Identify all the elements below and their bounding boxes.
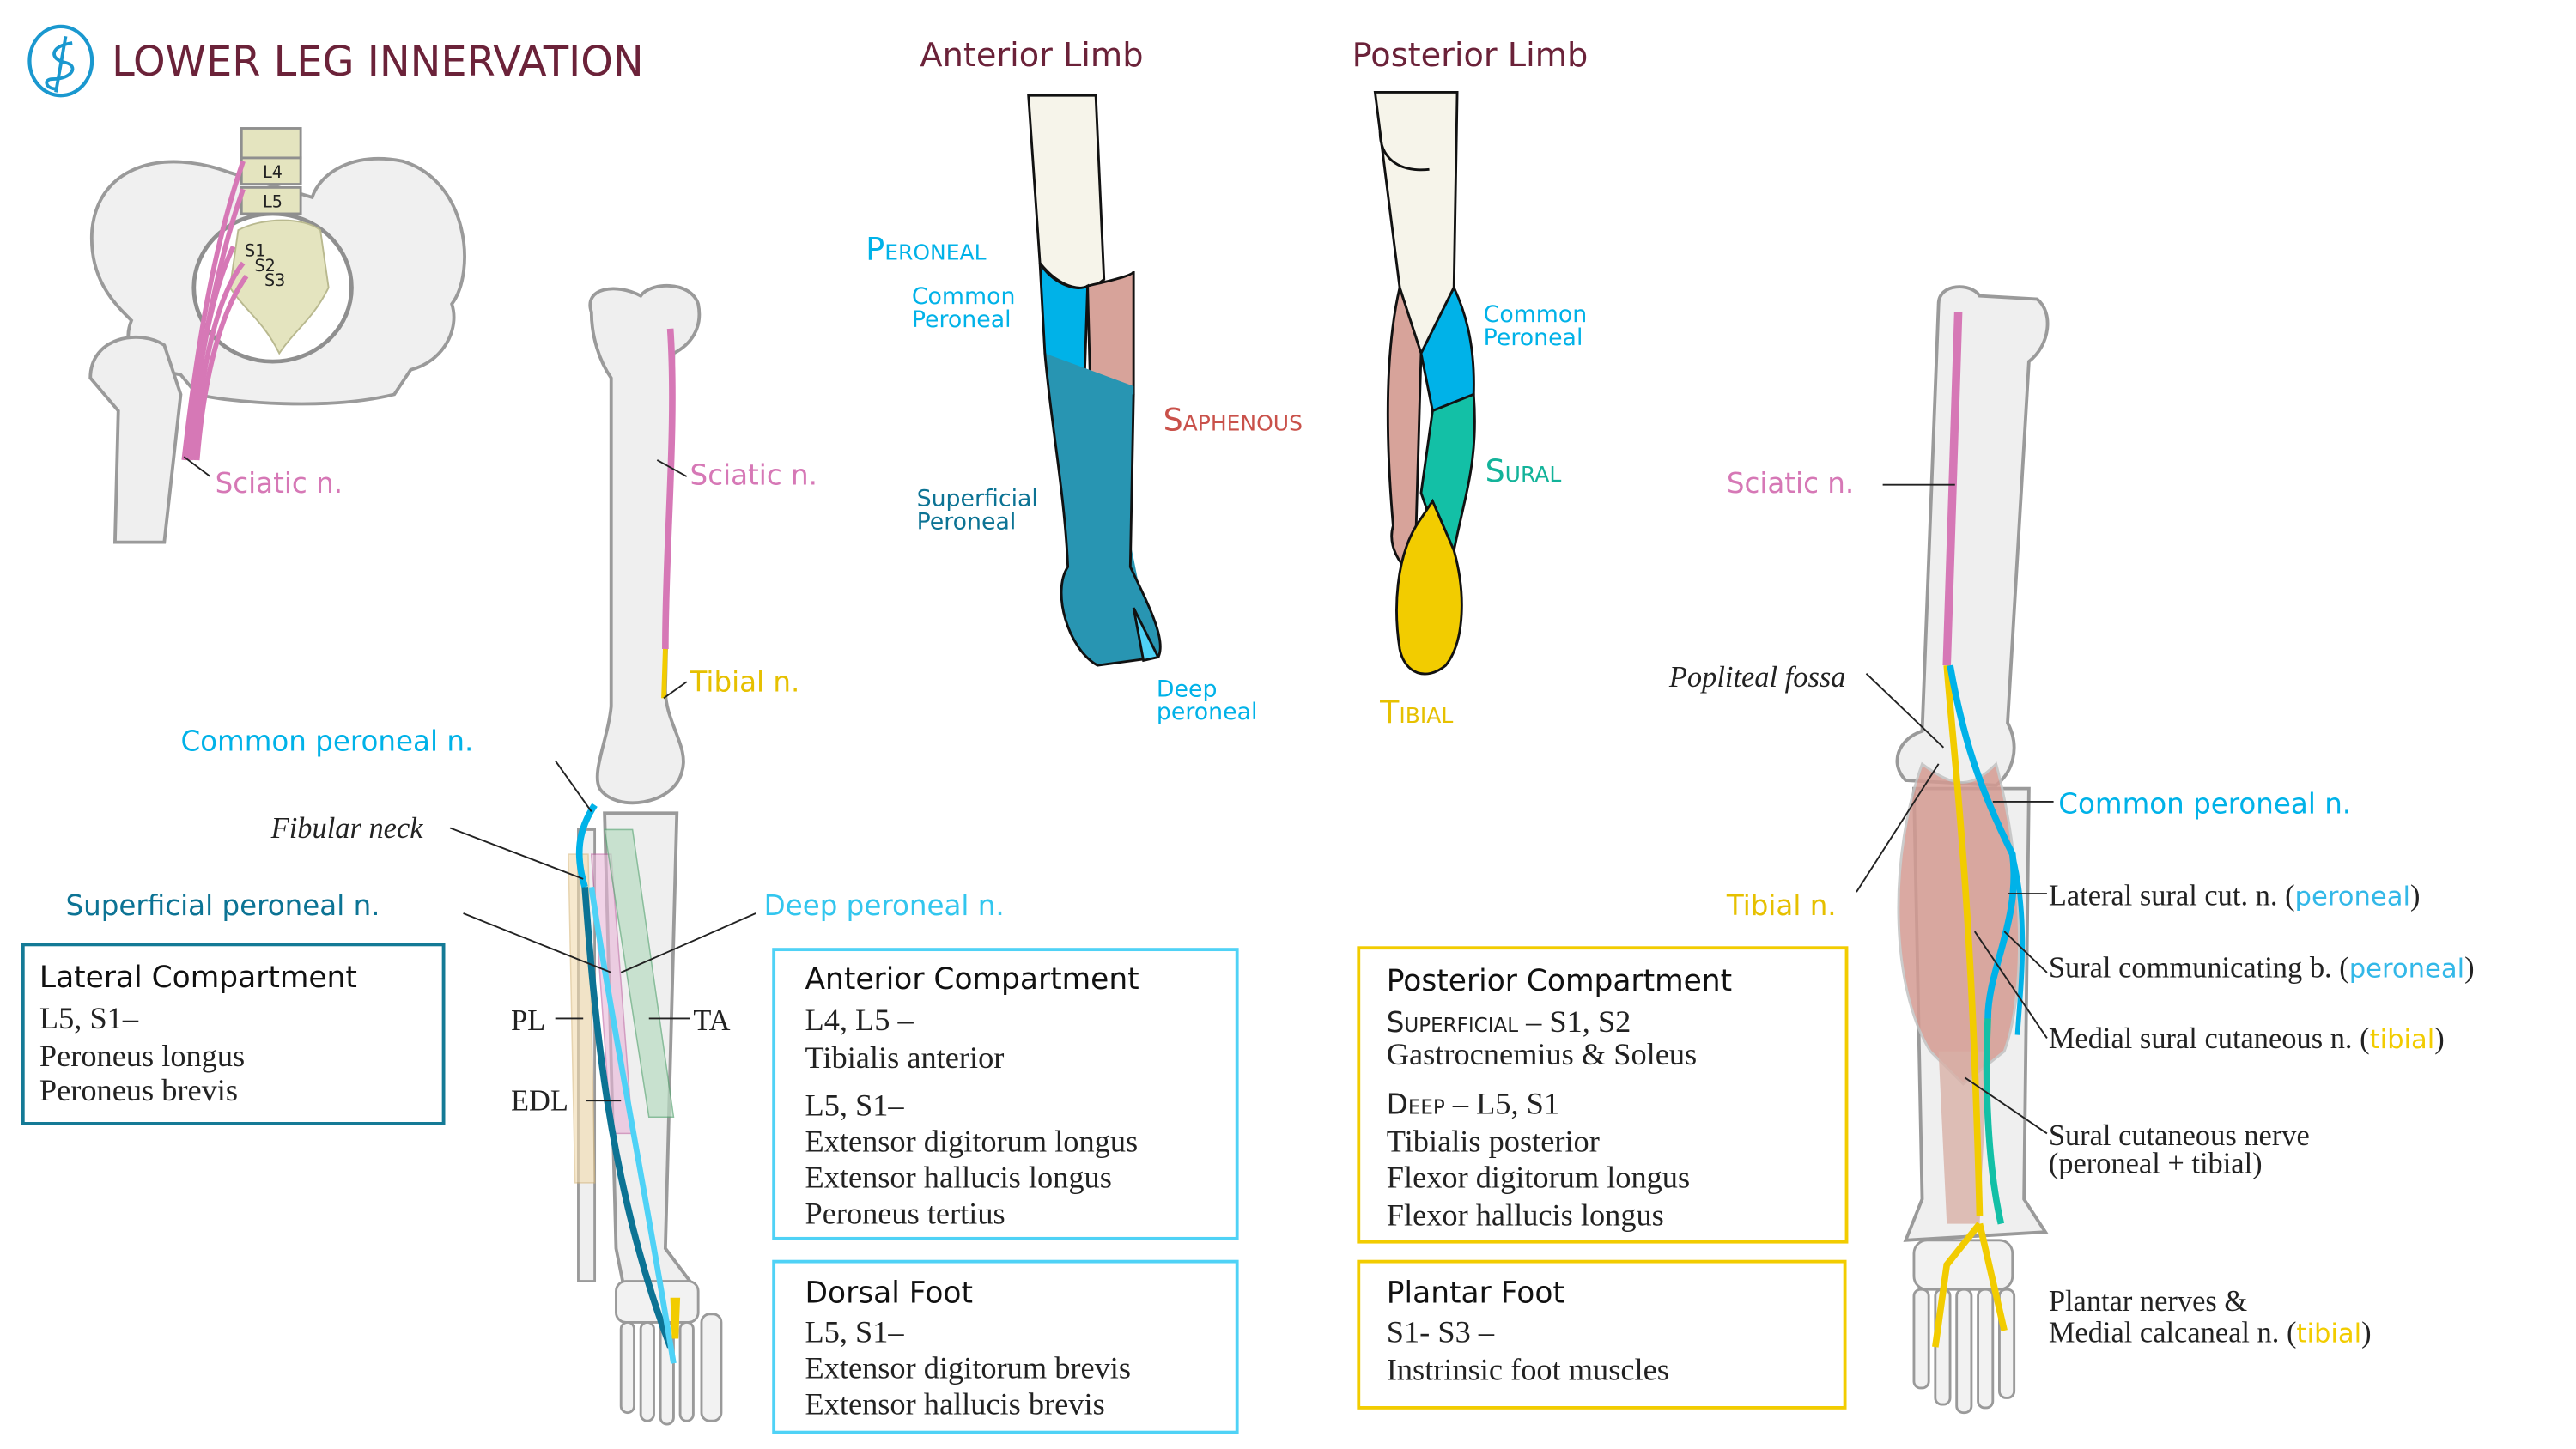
anterior-tibial-label: Tibial n. [690, 666, 800, 699]
muscle-label-pl: PL [511, 1004, 545, 1037]
posterior-limb-title: Posterior Limb [1352, 36, 1589, 75]
posterior-limb-shape [1373, 90, 1476, 676]
common-peroneal-label: Common peroneal n. [180, 725, 473, 758]
box-title: Posterior Compartment [1387, 964, 1732, 998]
box-roots: L5, S1– [39, 1001, 139, 1035]
box-title: Plantar Foot [1387, 1276, 1564, 1310]
sural-cutaneous-line2: (peroneal + tibial) [2049, 1147, 2263, 1179]
lateral-compartment-box: Lateral Compartment L5, S1– Peroneus lon… [21, 943, 446, 1125]
branch-text: Medial sural cutaneous n. ( [2049, 1022, 2370, 1055]
box-muscle: Instrinsic foot muscles [1387, 1352, 1669, 1386]
sacral-label-s3: S3 [264, 270, 285, 290]
box-muscle: Peroneus longus [39, 1039, 245, 1073]
box-muscle: Gastrocnemius & Soleus [1387, 1037, 1697, 1071]
branch-text: Sural communicating b. ( [2049, 952, 2349, 985]
box-muscle: Peroneus brevis [39, 1073, 238, 1107]
superficial-peroneal-line2: Peroneal [917, 508, 1017, 535]
plantar-foot-box: Plantar Foot S1- S3 – Instrinsic foot mu… [1357, 1259, 1847, 1410]
popliteal-fossa-label: Popliteal fossa [1668, 661, 1846, 694]
plantar-tag: tibial [2296, 1319, 2361, 1349]
box-roots: S1- S3 – [1387, 1314, 1495, 1349]
deep-peroneal-line2: peroneal [1157, 699, 1258, 725]
anterior-limb-shape [1027, 94, 1162, 667]
box-group-deep: Deep – L5, S1 [1387, 1086, 1559, 1120]
superficial-peroneal-label: Superficial peroneal n. [66, 889, 380, 922]
muscle-label-ta: TA [693, 1004, 730, 1037]
box-muscle: Extensor hallucis brevis [805, 1387, 1104, 1422]
branch-text: Lateral sural cut. n. ( [2049, 879, 2295, 912]
branch-tag: tibial [2370, 1025, 2435, 1055]
dermatome-maps: Anterior Limb Posterior Limb Peroneal Co… [866, 36, 1588, 731]
header: LOWER LEG INNERVATION [27, 24, 644, 98]
vertebra-label-l5: L5 [263, 191, 283, 211]
deep-peroneal-line1: Deep [1157, 676, 1218, 702]
peroneal-heading: Peroneal [866, 231, 986, 268]
superficial-peroneal-line1: Superficial [917, 486, 1038, 512]
box-roots: L5, S1– [805, 1314, 904, 1349]
posterior-sciatic-label: Sciatic n. [1727, 467, 1854, 500]
box-muscle: Extensor digitorum brevis [805, 1350, 1131, 1385]
box-group-superficial: Superficial – S1, S2 [1387, 1004, 1631, 1039]
sural-label: Sural [1485, 452, 1562, 489]
box-muscle: Extensor digitorum longus [805, 1124, 1138, 1158]
common-peroneal-ant-line1: Common [912, 283, 1016, 310]
sural-cutaneous-line1: Sural cutaneous nerve [2049, 1119, 2310, 1152]
saphenous-label: Saphenous [1163, 402, 1303, 439]
plantar-text: Medial calcaneal n. ( [2049, 1316, 2297, 1349]
common-peroneal-post-line1: Common [1484, 301, 1588, 328]
group-roots: – S1, S2 [1518, 1004, 1631, 1039]
branch-close: ) [2464, 952, 2474, 985]
box-title: Dorsal Foot [805, 1276, 972, 1310]
vertebra-label-l4: L4 [263, 162, 283, 182]
box-muscle: Peroneus tertius [805, 1197, 1005, 1231]
box-roots: L5, S1– [805, 1088, 904, 1122]
posterior-leg-illustration: Sciatic n. Popliteal fossa Tibial n. Com… [1668, 285, 2475, 1415]
sacral-label-s2: S2 [255, 256, 276, 276]
posterior-common-peroneal-label: Common peroneal n. [2058, 787, 2351, 820]
box-title: Lateral Compartment [39, 961, 357, 995]
branch-medial-sural: Medial sural cutaneous n. (tibial) [2049, 1022, 2445, 1055]
box-muscle: Flexor hallucis longus [1387, 1198, 1664, 1233]
plantar-line2: Medial calcaneal n. (tibial) [2049, 1316, 2372, 1349]
anterior-sciatic-label: Sciatic n. [690, 459, 817, 492]
group-roots: – L5, S1 [1445, 1086, 1559, 1120]
posterior-tibial-label: Tibial n. [1726, 889, 1837, 922]
box-muscle: Tibialis posterior [1387, 1124, 1600, 1158]
dorsal-foot-box: Dorsal Foot L5, S1– Extensor digitorum b… [772, 1259, 1239, 1434]
branch-lateral-sural: Lateral sural cut. n. (peroneal) [2049, 879, 2421, 912]
pelvis-illustration: L4 L5 S1 S2 S3 Sciatic n. [88, 127, 466, 544]
fibular-neck-label: Fibular neck [270, 812, 424, 845]
pelvis-sciatic-label: Sciatic n. [216, 467, 343, 500]
box-title: Anterior Compartment [805, 962, 1139, 997]
deep-peroneal-label: Deep peroneal n. [764, 889, 1005, 922]
anterior-leg-illustration: Sciatic n. Tibial n. Common peroneal n. … [66, 284, 1005, 1426]
sacral-label-s1: S1 [245, 241, 265, 261]
box-muscle: Flexor digitorum longus [1387, 1161, 1690, 1195]
anterior-compartment-box: Anterior Compartment L4, L5 – Tibialis a… [772, 948, 1239, 1240]
branch-tag: peroneal [2349, 955, 2464, 985]
group-label: Deep [1387, 1088, 1445, 1120]
page-title: LOWER LEG INNERVATION [112, 39, 644, 86]
box-roots: L4, L5 – [805, 1003, 914, 1037]
posterior-compartment-box: Posterior Compartment Superficial – S1, … [1357, 946, 1849, 1244]
plantar-line1: Plantar nerves & [2049, 1285, 2248, 1318]
box-muscle: Tibialis anterior [805, 1040, 1004, 1075]
anterior-limb-title: Anterior Limb [920, 36, 1143, 75]
branch-tag: peroneal [2295, 882, 2410, 912]
tibial-dermatome-label: Tibial [1379, 694, 1453, 731]
caduceus-icon [27, 24, 94, 98]
sciatic-roots [181, 160, 249, 461]
muscle-label-edl: EDL [511, 1085, 568, 1118]
common-peroneal-post-line2: Peroneal [1484, 324, 1583, 351]
branch-sural-communicating: Sural communicating b. (peroneal) [2049, 952, 2475, 985]
plantar-close: ) [2361, 1316, 2371, 1349]
branch-close: ) [2434, 1022, 2444, 1055]
group-label: Superficial [1387, 1006, 1518, 1039]
box-muscle: Extensor hallucis longus [805, 1161, 1111, 1195]
common-peroneal-ant-line2: Peroneal [912, 306, 1012, 333]
branch-close: ) [2410, 879, 2420, 912]
